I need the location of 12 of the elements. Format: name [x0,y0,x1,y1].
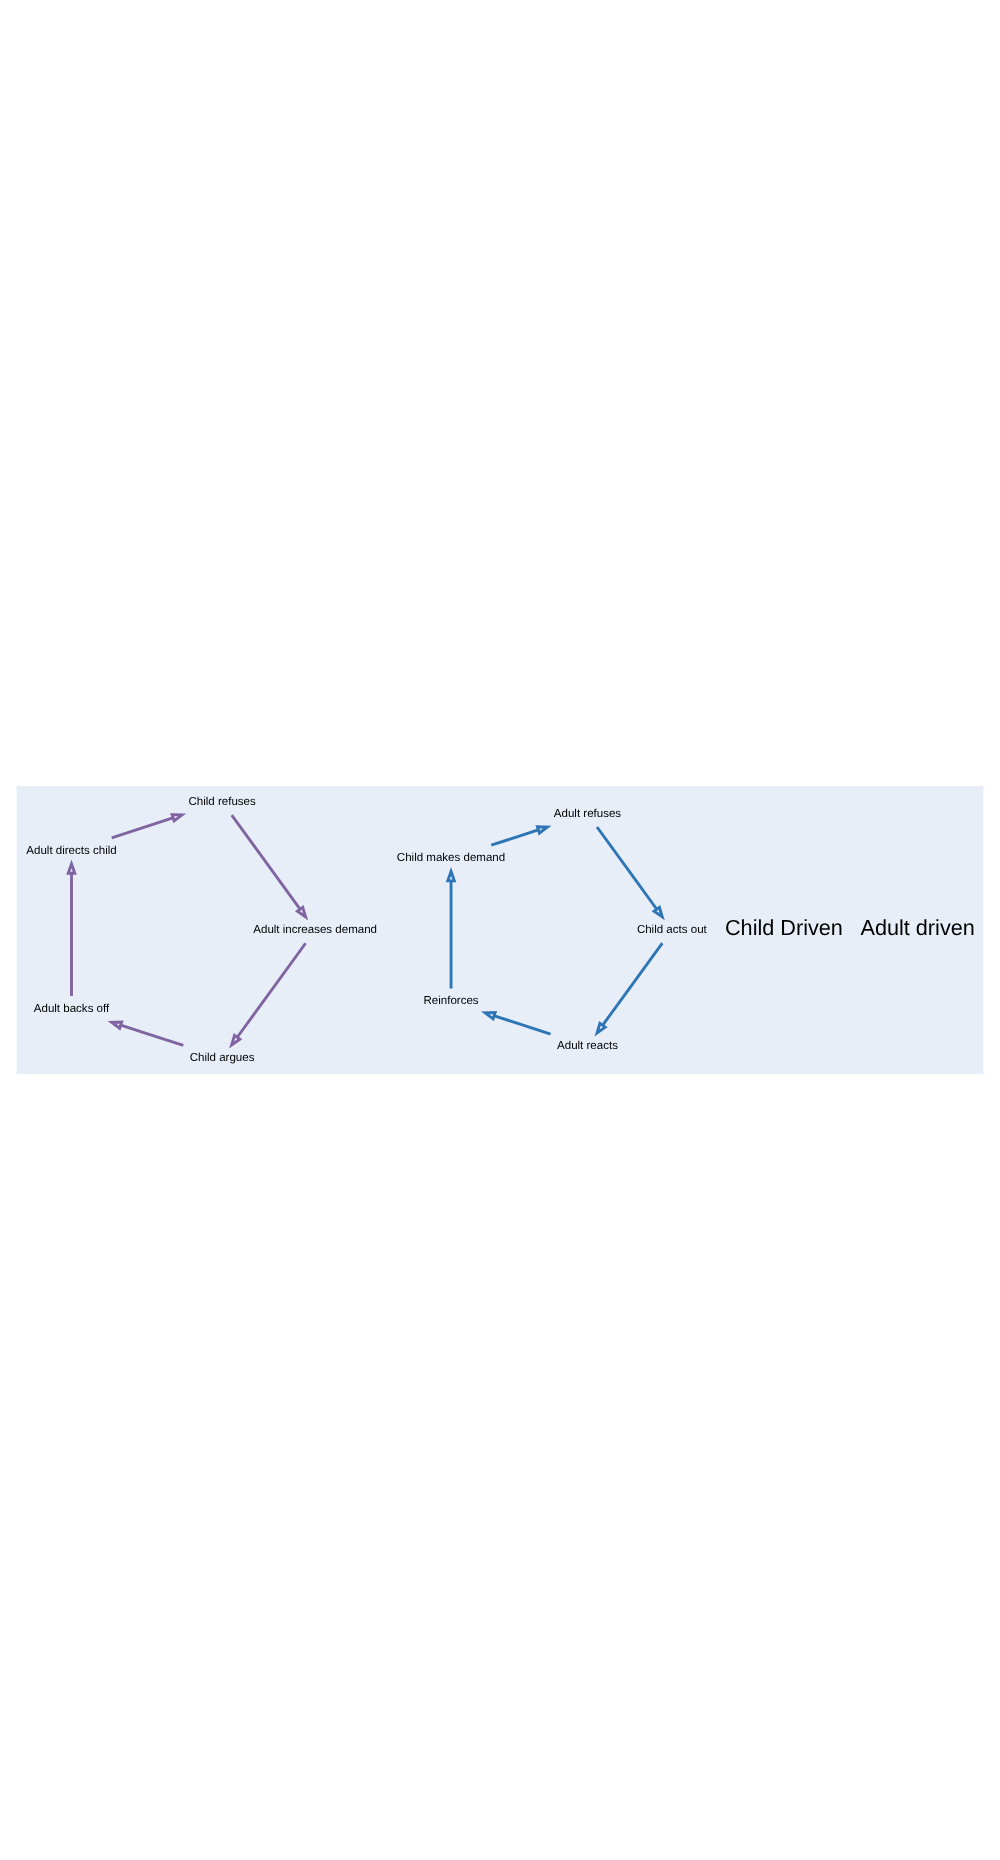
arrow [594,942,664,1037]
label: Adult driven [860,917,975,942]
arrow [229,942,307,1049]
arrow [490,825,552,847]
label: Child Driven [724,917,843,942]
arrow [107,1020,184,1047]
arrow [230,814,309,921]
arrow [481,1011,552,1036]
arrow [445,867,457,989]
arrow [595,826,665,921]
arrow [66,859,77,996]
arrow [111,813,187,840]
